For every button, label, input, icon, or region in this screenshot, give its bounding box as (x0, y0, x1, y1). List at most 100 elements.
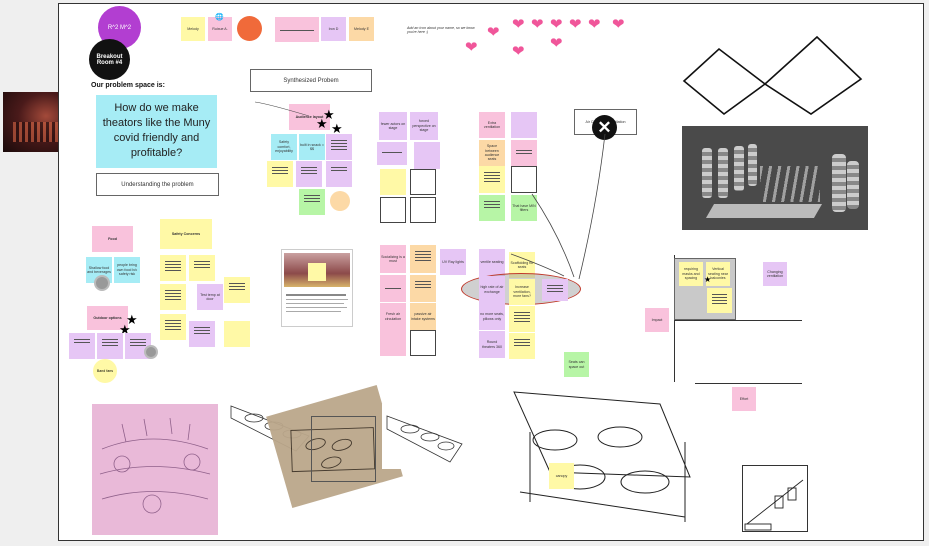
avatar-icon (237, 16, 262, 41)
sticky-blank[interactable] (380, 197, 406, 223)
sticky-lined[interactable] (224, 277, 250, 303)
sticky-lined[interactable] (326, 161, 352, 187)
sticky-bring-food[interactable]: people bring own food b/c safety risk (114, 257, 140, 283)
room-label: Breakout Room #4 (95, 54, 124, 66)
sticky-melody-e[interactable]: Melody E (349, 17, 374, 41)
sticky-blank[interactable] (224, 321, 250, 347)
sticky-fewer-actors[interactable]: fewer actors on stage (379, 112, 407, 140)
sketch-frame (311, 416, 376, 482)
sticky-blank[interactable] (511, 112, 537, 138)
sticky-forced-perspective[interactable]: forced perspective on stage (410, 112, 438, 140)
sticky-blank[interactable] (380, 169, 406, 195)
sticky-lined[interactable] (296, 161, 322, 187)
sticky-canopy[interactable]: canopy (549, 463, 574, 489)
sticky-round-theaters[interactable]: Round theaters 360 (479, 331, 505, 358)
sticky-lined[interactable] (380, 275, 406, 302)
synthesized-button[interactable]: Synthesized Probem (250, 69, 372, 92)
sticky-extra-ventilation[interactable]: Extra ventilation (479, 112, 505, 138)
heart-icon: ❤ (531, 17, 544, 32)
heart-icon: ❤ (550, 17, 563, 32)
sticky-blank[interactable] (410, 197, 436, 223)
problem-question[interactable]: How do we make theators like the Muny co… (96, 95, 217, 168)
sticky-masks-spacing[interactable]: requiring masks and spacing (679, 262, 703, 286)
sticky-circle[interactable] (330, 191, 350, 211)
sticky-lined[interactable] (189, 255, 215, 281)
whiteboard-canvas[interactable]: R^2 M^2 Breakout Room #4 Our problem spa… (58, 3, 924, 541)
problem-heading: Our problem space is: (91, 82, 165, 89)
sticky-melody[interactable]: Melody (181, 17, 205, 41)
sticky-no-seats[interactable]: no more seats, pillows only (479, 303, 505, 330)
sticky-lined[interactable] (377, 142, 407, 165)
large-sketch-image[interactable] (510, 382, 695, 532)
sticky-lined[interactable] (542, 279, 568, 301)
heart-icon: ❤ (465, 40, 478, 55)
sticky-ventile-seating[interactable]: ventile seating (479, 249, 505, 276)
sticky-lined[interactable] (509, 333, 535, 359)
sticky-test-temp[interactable]: Test temp at door (197, 284, 223, 310)
sticky-changing-vent[interactable]: Changing ventilation (763, 262, 787, 286)
band-label: Band fans (97, 369, 113, 373)
band-circle[interactable]: Band fans (93, 359, 117, 383)
sticky-lined[interactable] (479, 166, 505, 193)
avatar-icon (144, 345, 158, 359)
sticky-uv-lights[interactable]: UV Ray lights (440, 249, 466, 275)
heart-icon: ❤ (588, 17, 601, 32)
sticky-high-rate[interactable]: high rate of air exchange (479, 276, 505, 303)
heart-icon: ❤ (569, 17, 582, 32)
pink-sketch-image[interactable] (92, 404, 218, 535)
sticky-lined[interactable] (160, 314, 186, 340)
sticky-lined[interactable] (267, 161, 293, 187)
sticky-blank[interactable] (414, 142, 440, 169)
sticky-snack[interactable]: built in snack = $$ (299, 134, 325, 160)
safety-label[interactable]: Safety Concerns (160, 219, 212, 249)
star-icon: ★ (316, 117, 328, 130)
sticky-iron[interactable]: Iron D (321, 17, 346, 41)
small-sketch-frame[interactable] (742, 465, 808, 532)
sticky-lined[interactable] (189, 321, 215, 347)
sticky-lined[interactable] (69, 333, 95, 359)
sticky-blank[interactable] (511, 166, 537, 193)
sticky-fresh-air[interactable]: Fresh air circulation (380, 303, 406, 330)
star-icon: ★ (704, 276, 711, 284)
heart-icon: ❤ (550, 36, 563, 51)
understanding-button[interactable]: Understanding the problem (96, 173, 219, 196)
food-label[interactable]: Food (92, 226, 133, 252)
sticky-lined[interactable] (707, 288, 732, 313)
impact-label[interactable]: Impact (645, 308, 669, 332)
sticky-lined[interactable] (509, 306, 535, 332)
sticky-lined[interactable] (479, 195, 505, 221)
effort-label[interactable]: Effort (732, 387, 756, 411)
fun-fact-note: Add an icon about your name, so we know … (407, 26, 477, 34)
sticky-lined[interactable] (160, 255, 186, 281)
sticky-passive-air[interactable]: passive air intake systems (410, 303, 436, 330)
heart-icon: ❤ (487, 25, 500, 40)
sticky-seats-space[interactable]: Seats can space out (564, 352, 589, 377)
sticky-increase-vent[interactable]: Increase ventilation, more fans? (509, 279, 535, 305)
article-image[interactable] (281, 249, 353, 327)
sketch-image[interactable] (382, 404, 467, 469)
sticky-safety-comfort[interactable]: Safety comfort, enjoyability (271, 134, 297, 160)
sticky-lined[interactable] (410, 275, 436, 302)
sticky-lined[interactable] (410, 245, 436, 273)
diamond-sketch[interactable] (679, 29, 864, 117)
sticky-lined[interactable] (511, 140, 537, 166)
theater-3d-render[interactable] (682, 126, 868, 230)
sticky-lined[interactable] (326, 134, 352, 160)
close-icon[interactable]: ✕ (592, 115, 617, 140)
sticky-lined[interactable] (275, 17, 319, 42)
team-label: R^2 M^2 (108, 25, 131, 31)
room-circle[interactable]: Breakout Room #4 (89, 39, 130, 80)
sticky-blank[interactable] (410, 169, 436, 195)
heart-icon: ❤ (612, 17, 625, 32)
sticky-blank[interactable] (380, 330, 406, 356)
sticky-blank[interactable] (410, 330, 436, 356)
heart-icon: ❤ (512, 17, 525, 32)
sticky-min-filters[interactable]: That have MIN filters (511, 195, 537, 221)
sticky-space-between[interactable]: Space between audience seats (479, 140, 505, 166)
sticky-socializing[interactable]: Socializing is a must (380, 245, 406, 273)
sticky-lined[interactable] (160, 284, 186, 310)
globe-icon: 🌐 (215, 13, 224, 21)
sticky-lined[interactable] (97, 333, 123, 359)
avatar-icon (94, 275, 110, 291)
sticky-lined[interactable] (299, 189, 325, 215)
